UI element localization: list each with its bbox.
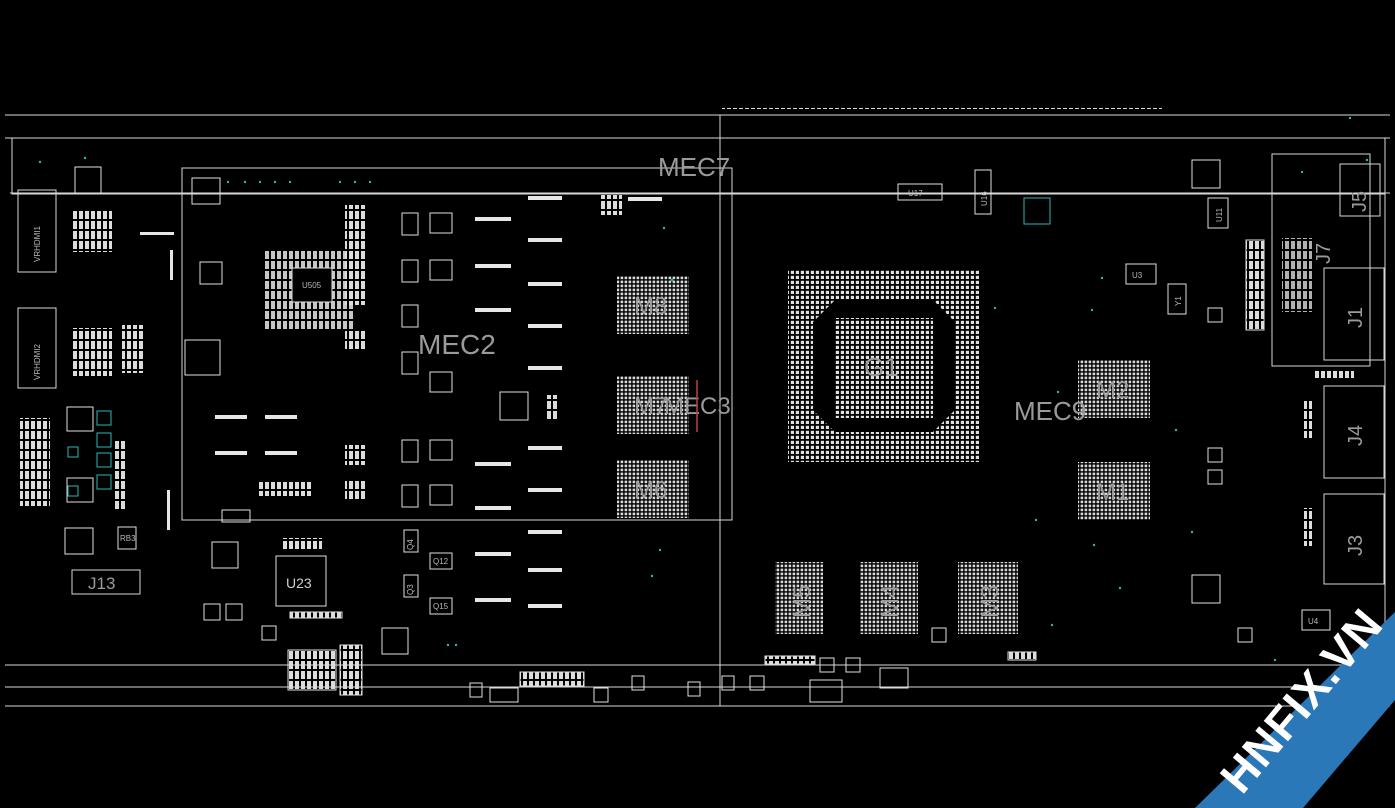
connector-j4[interactable]: J4 — [1323, 385, 1385, 479]
ic-u11[interactable]: U11 — [1207, 197, 1229, 229]
left-mosfets — [64, 166, 112, 555]
memory-chip-m5[interactable]: M5 — [775, 562, 823, 634]
memory-chip-m3[interactable]: M3 — [958, 562, 1018, 634]
m2-label: M2 — [1096, 377, 1129, 404]
memory-chip-m4[interactable]: M4 — [860, 562, 918, 634]
j4-label: J4 — [1345, 425, 1367, 446]
j7-label: J7 — [1313, 243, 1335, 264]
q4-label: Q4 — [406, 539, 415, 550]
memory-chip-m1[interactable]: M1 — [1078, 462, 1150, 520]
u17-label: U17 — [908, 189, 923, 198]
gpu-g1[interactable]: G1 — [788, 270, 980, 462]
q15-label: Q15 — [433, 602, 449, 611]
m5-label: M5 — [789, 585, 816, 618]
connector-j3[interactable]: J3 — [1323, 493, 1385, 585]
mec2-inductor-pads — [140, 195, 662, 608]
j3-label: J3 — [1345, 535, 1367, 556]
memory-chip-m2[interactable]: M2 — [1078, 360, 1150, 418]
mec9-label: MEC9 — [1014, 396, 1086, 426]
crystal-y1[interactable]: Y1 — [1167, 283, 1187, 315]
hdmi-connector-2[interactable]: VRHDMI2 — [17, 307, 57, 389]
memory-chip-m6[interactable]: M6 — [617, 460, 689, 518]
ic-u3[interactable]: U3 — [1125, 263, 1157, 285]
u505-label: U505 — [302, 281, 322, 290]
vias — [38, 116, 1369, 662]
m3-label: M3 — [977, 585, 1004, 618]
q12-label: Q12 — [433, 557, 449, 566]
bottom-strip-parts — [469, 627, 1253, 703]
watermark-banner: HNFIX.VN — [1195, 598, 1395, 808]
u23-support — [203, 509, 409, 696]
j13-label: J13 — [88, 574, 115, 593]
ic-u16[interactable]: U16 — [974, 169, 992, 215]
memory-chip-m8[interactable]: M8 — [617, 276, 689, 334]
right-edge-pads — [1304, 370, 1354, 546]
m8-label: M8 — [634, 293, 667, 320]
mec2-label: MEC2 — [418, 329, 496, 360]
u16-label: U16 — [980, 191, 989, 206]
small-fets: Q4 Q3 Q12 Q15 — [403, 529, 453, 615]
controller-u23[interactable]: U23 — [275, 538, 327, 607]
u23-label: U23 — [286, 575, 312, 591]
vrhdmi1-label: VRHDMI1 — [33, 225, 42, 262]
mec7-label: MEC7 — [658, 152, 730, 182]
vrhdmi2-label: VRHDMI2 — [33, 343, 42, 380]
m4-label: M4 — [877, 585, 904, 618]
left-passive-array — [20, 210, 144, 510]
memory-chip-m7[interactable]: M7 — [617, 376, 689, 434]
g1-label: G1 — [864, 352, 899, 382]
j5-label: J5 — [1349, 191, 1371, 212]
connector-j13[interactable]: J13 — [71, 569, 141, 595]
rb3-label: RB3 — [120, 534, 136, 543]
controller-u505[interactable]: U505 — [265, 250, 355, 330]
m7-label: M7 — [634, 393, 667, 420]
mec2-vrm-parts — [184, 177, 529, 508]
connector-j1[interactable]: J1 — [1323, 267, 1385, 361]
right-mosfets — [809, 159, 1265, 703]
ic-u17[interactable]: U17 — [897, 183, 943, 201]
hdmi-connector-1[interactable]: VRHDMI1 — [17, 189, 57, 273]
u11-label: U11 — [1215, 207, 1224, 222]
ic-u4[interactable]: U4 — [1301, 609, 1331, 631]
rb3-part[interactable]: RB3 — [117, 526, 137, 550]
top-edge-pads — [722, 108, 1162, 111]
y1-label: Y1 — [1174, 296, 1183, 306]
m1-label: M1 — [1096, 479, 1129, 506]
m6-label: M6 — [634, 477, 667, 504]
u4-label: U4 — [1308, 617, 1319, 626]
u3-label: U3 — [1132, 271, 1143, 280]
j1-label: J1 — [1345, 307, 1367, 328]
board-outline — [5, 114, 1390, 707]
q3-label: Q3 — [406, 584, 415, 595]
connector-j7[interactable]: J7 — [1271, 153, 1371, 367]
connector-j5[interactable]: J5 — [1339, 163, 1381, 217]
